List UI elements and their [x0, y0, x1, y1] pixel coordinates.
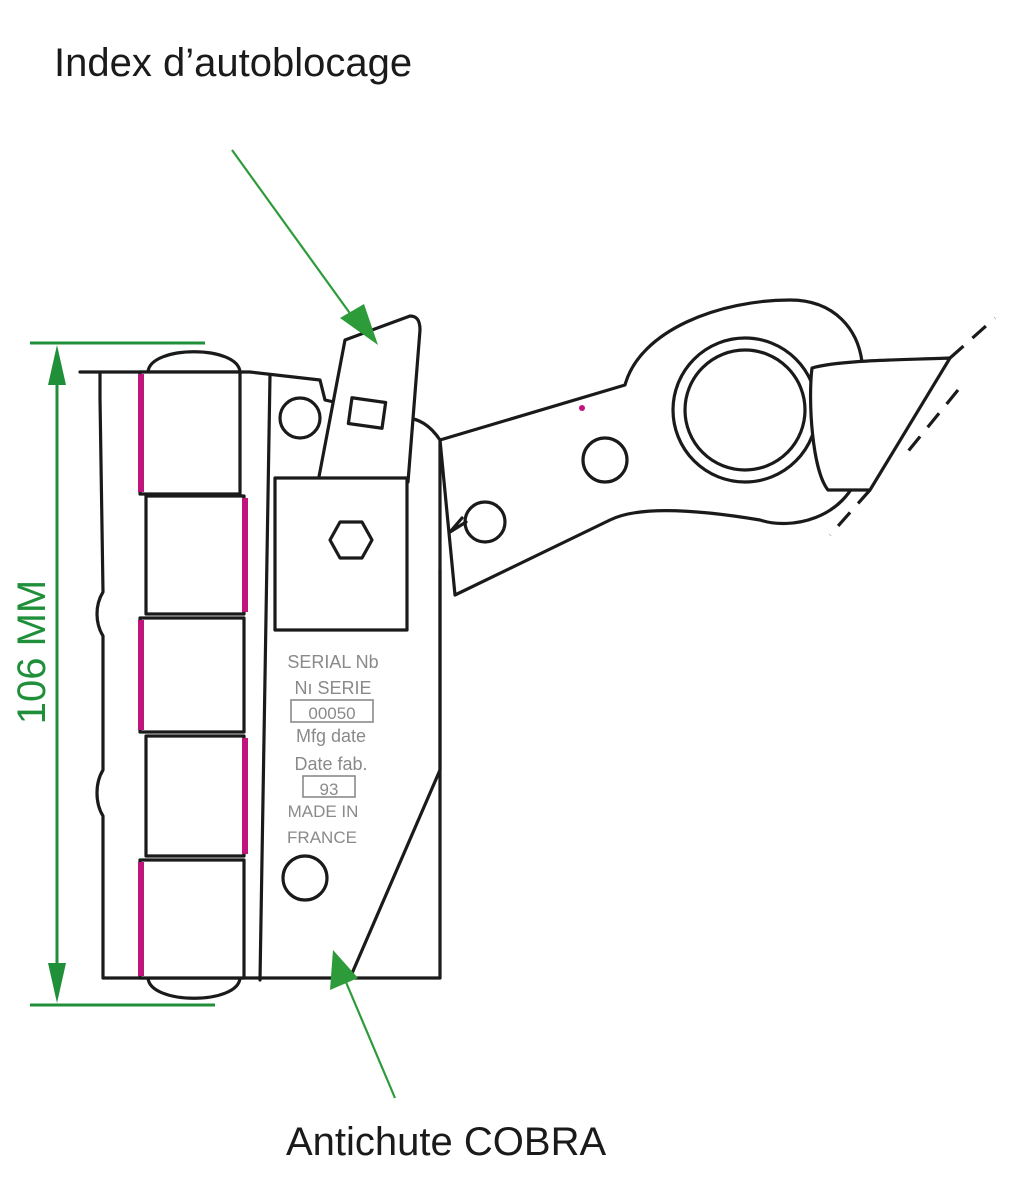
- nameplate: SERIAL Nb Nı SERIE 00050 Mfg date Date f…: [287, 652, 379, 847]
- dimension-arrowhead-top: [48, 345, 66, 385]
- connector-arm: [438, 298, 864, 597]
- nameplate-line-3: Mfg date: [296, 726, 366, 746]
- dimension-arrowhead-bottom: [48, 963, 66, 1003]
- bottom-callout-label: Antichute COBRA: [286, 1120, 606, 1164]
- lanyard-strap: [808, 316, 997, 537]
- self-locking-index: [273, 314, 422, 632]
- cam-plate: [273, 476, 409, 632]
- dimension-label: 106 MM: [10, 580, 54, 725]
- upper-rivet: [278, 396, 322, 440]
- top-callout-label: Index d’autoblocage: [54, 41, 412, 85]
- roller-5: [138, 858, 246, 980]
- serial-value-box: [290, 699, 374, 723]
- roller-mark-5: [138, 862, 144, 976]
- top-arrowhead: [340, 304, 378, 345]
- roller-4: [144, 734, 246, 858]
- nameplate-line-4: Date fab.: [294, 754, 367, 774]
- date-value-box: [302, 775, 356, 798]
- bottom-callout-arrow: [330, 950, 397, 1099]
- strap-dashed-edge-mid: [903, 388, 960, 457]
- nameplate-line-5: MADE IN: [288, 802, 359, 821]
- roller-3: [138, 616, 246, 734]
- roller-2: [144, 494, 246, 616]
- roller-bottom-cap: [146, 976, 242, 1000]
- nameplate-line-1: SERIAL Nb: [287, 652, 378, 672]
- roller-1: [138, 370, 242, 496]
- body-inner-groove: [258, 373, 272, 982]
- hex-bolt: [328, 520, 374, 560]
- spring-tail: [448, 516, 468, 534]
- serial-value: 00050: [308, 704, 355, 723]
- eye-ring-inner: [683, 348, 807, 472]
- index-window: [346, 396, 388, 430]
- nameplate-line-6: FRANCE: [287, 828, 357, 847]
- top-callout-arrow: [231, 149, 378, 345]
- nameplate-line-2: Nı SERIE: [294, 678, 371, 698]
- roller-mark-1: [138, 374, 144, 492]
- date-value: 93: [320, 780, 339, 799]
- roller-column: [138, 350, 248, 1000]
- strap-dashed-edge-top: [948, 316, 997, 360]
- arm-marker: [579, 405, 585, 411]
- roller-mark-4: [242, 738, 248, 854]
- bottom-arrowhead: [330, 950, 358, 990]
- roller-top-cap: [146, 350, 242, 374]
- roller-mark-3: [138, 620, 144, 730]
- lower-rivet: [281, 854, 329, 902]
- strap-dashed-edge-bottom: [828, 488, 872, 537]
- roller-mark-2: [242, 498, 248, 612]
- cam-edge-line: [348, 568, 442, 980]
- dimension-annotation: 106 MM: [10, 341, 215, 1007]
- arm-pivot-hole: [581, 436, 629, 484]
